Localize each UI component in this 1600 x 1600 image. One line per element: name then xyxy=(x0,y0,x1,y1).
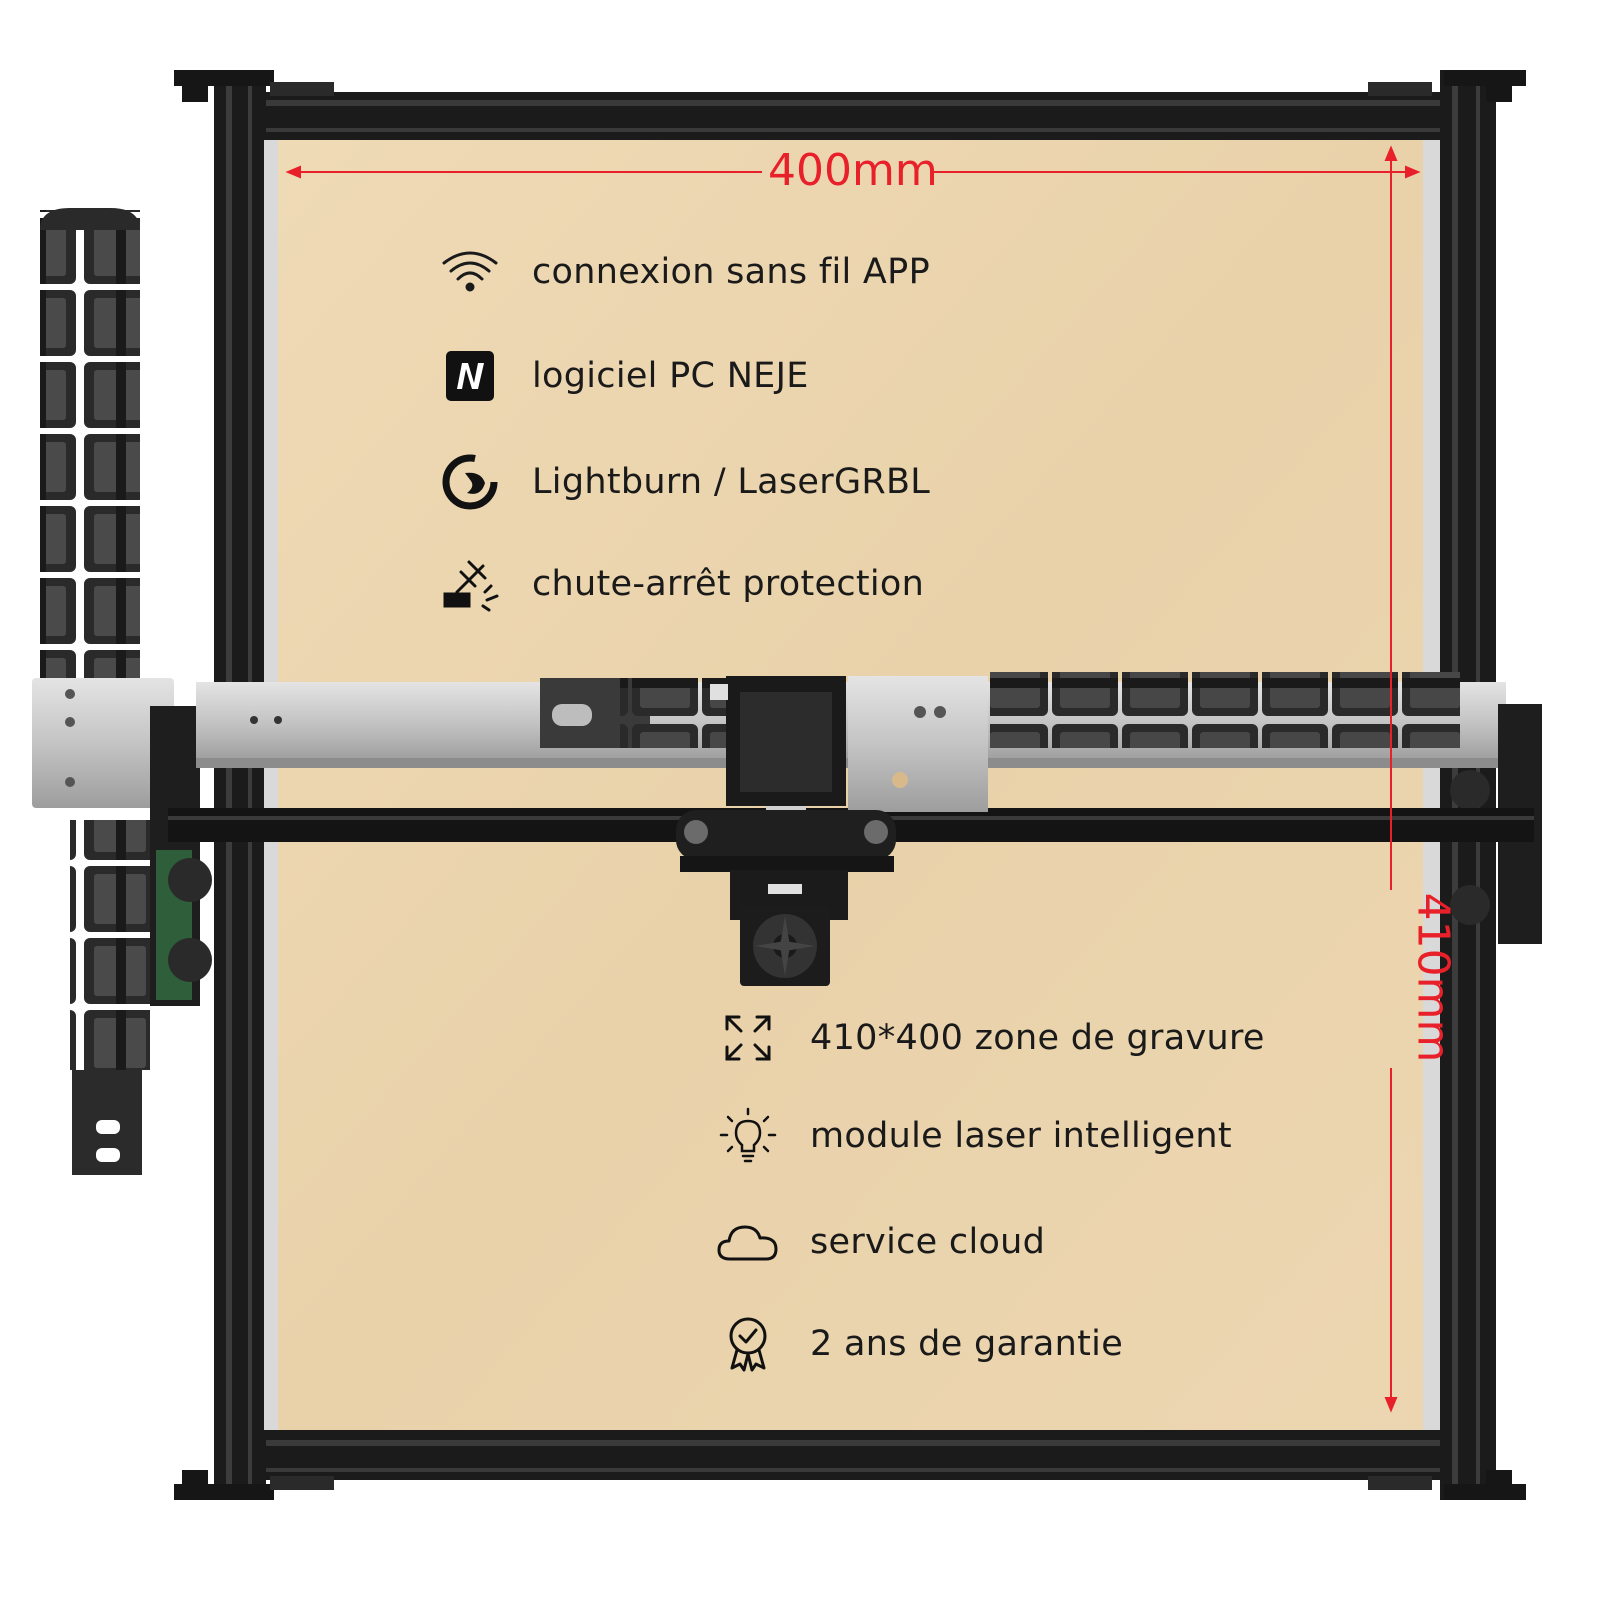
fall-protection-icon xyxy=(438,552,502,616)
feature-label: module laser intelligent xyxy=(810,1116,1232,1156)
feature-neje-software: logiciel PC NEJE xyxy=(438,344,809,408)
x-cable-chain xyxy=(990,672,1460,748)
feature-label: 2 ans de garantie xyxy=(810,1324,1124,1364)
width-dimension xyxy=(285,165,1421,179)
left-carriage-plate xyxy=(32,678,174,808)
warranty-badge-icon xyxy=(716,1312,780,1376)
feature-label: 410*400 zone de gravure xyxy=(810,1018,1265,1058)
feature-smart-laser: module laser intelligent xyxy=(716,1104,1232,1168)
frame-bottom xyxy=(250,1430,1460,1480)
feature-cloud: service cloud xyxy=(716,1210,1045,1274)
feature-work-area: 410*400 zone de gravure xyxy=(716,1006,1265,1070)
frame-top xyxy=(250,92,1460,140)
feature-label: service cloud xyxy=(810,1222,1046,1262)
lightbulb-icon xyxy=(716,1104,780,1168)
feature-label: connexion sans fil APP xyxy=(532,252,930,292)
width-dimension-label: 400mm xyxy=(768,145,938,196)
left-cable-chain xyxy=(40,210,140,680)
frame-left xyxy=(214,70,266,1500)
head-plate xyxy=(848,676,988,812)
wifi-icon xyxy=(438,240,502,304)
feature-lightburn: Lightburn / LaserGRBL xyxy=(438,450,930,514)
feature-label: Lightburn / LaserGRBL xyxy=(532,462,931,502)
expand-icon xyxy=(716,1006,780,1070)
feature-wifi: connexion sans fil APP xyxy=(438,240,930,304)
lightburn-logo-icon xyxy=(438,450,502,514)
feature-warranty: 2 ans de garantie xyxy=(716,1312,1123,1376)
feature-label: chute-arrêt protection xyxy=(532,564,925,604)
feature-fall-protection: chute-arrêt protection xyxy=(438,552,924,616)
feature-label: logiciel PC NEJE xyxy=(532,356,809,396)
height-dimension xyxy=(1384,145,1398,1413)
neje-logo-icon xyxy=(438,344,502,408)
height-dimension-label: 410mm xyxy=(1407,892,1459,1063)
cloud-icon xyxy=(716,1210,780,1274)
